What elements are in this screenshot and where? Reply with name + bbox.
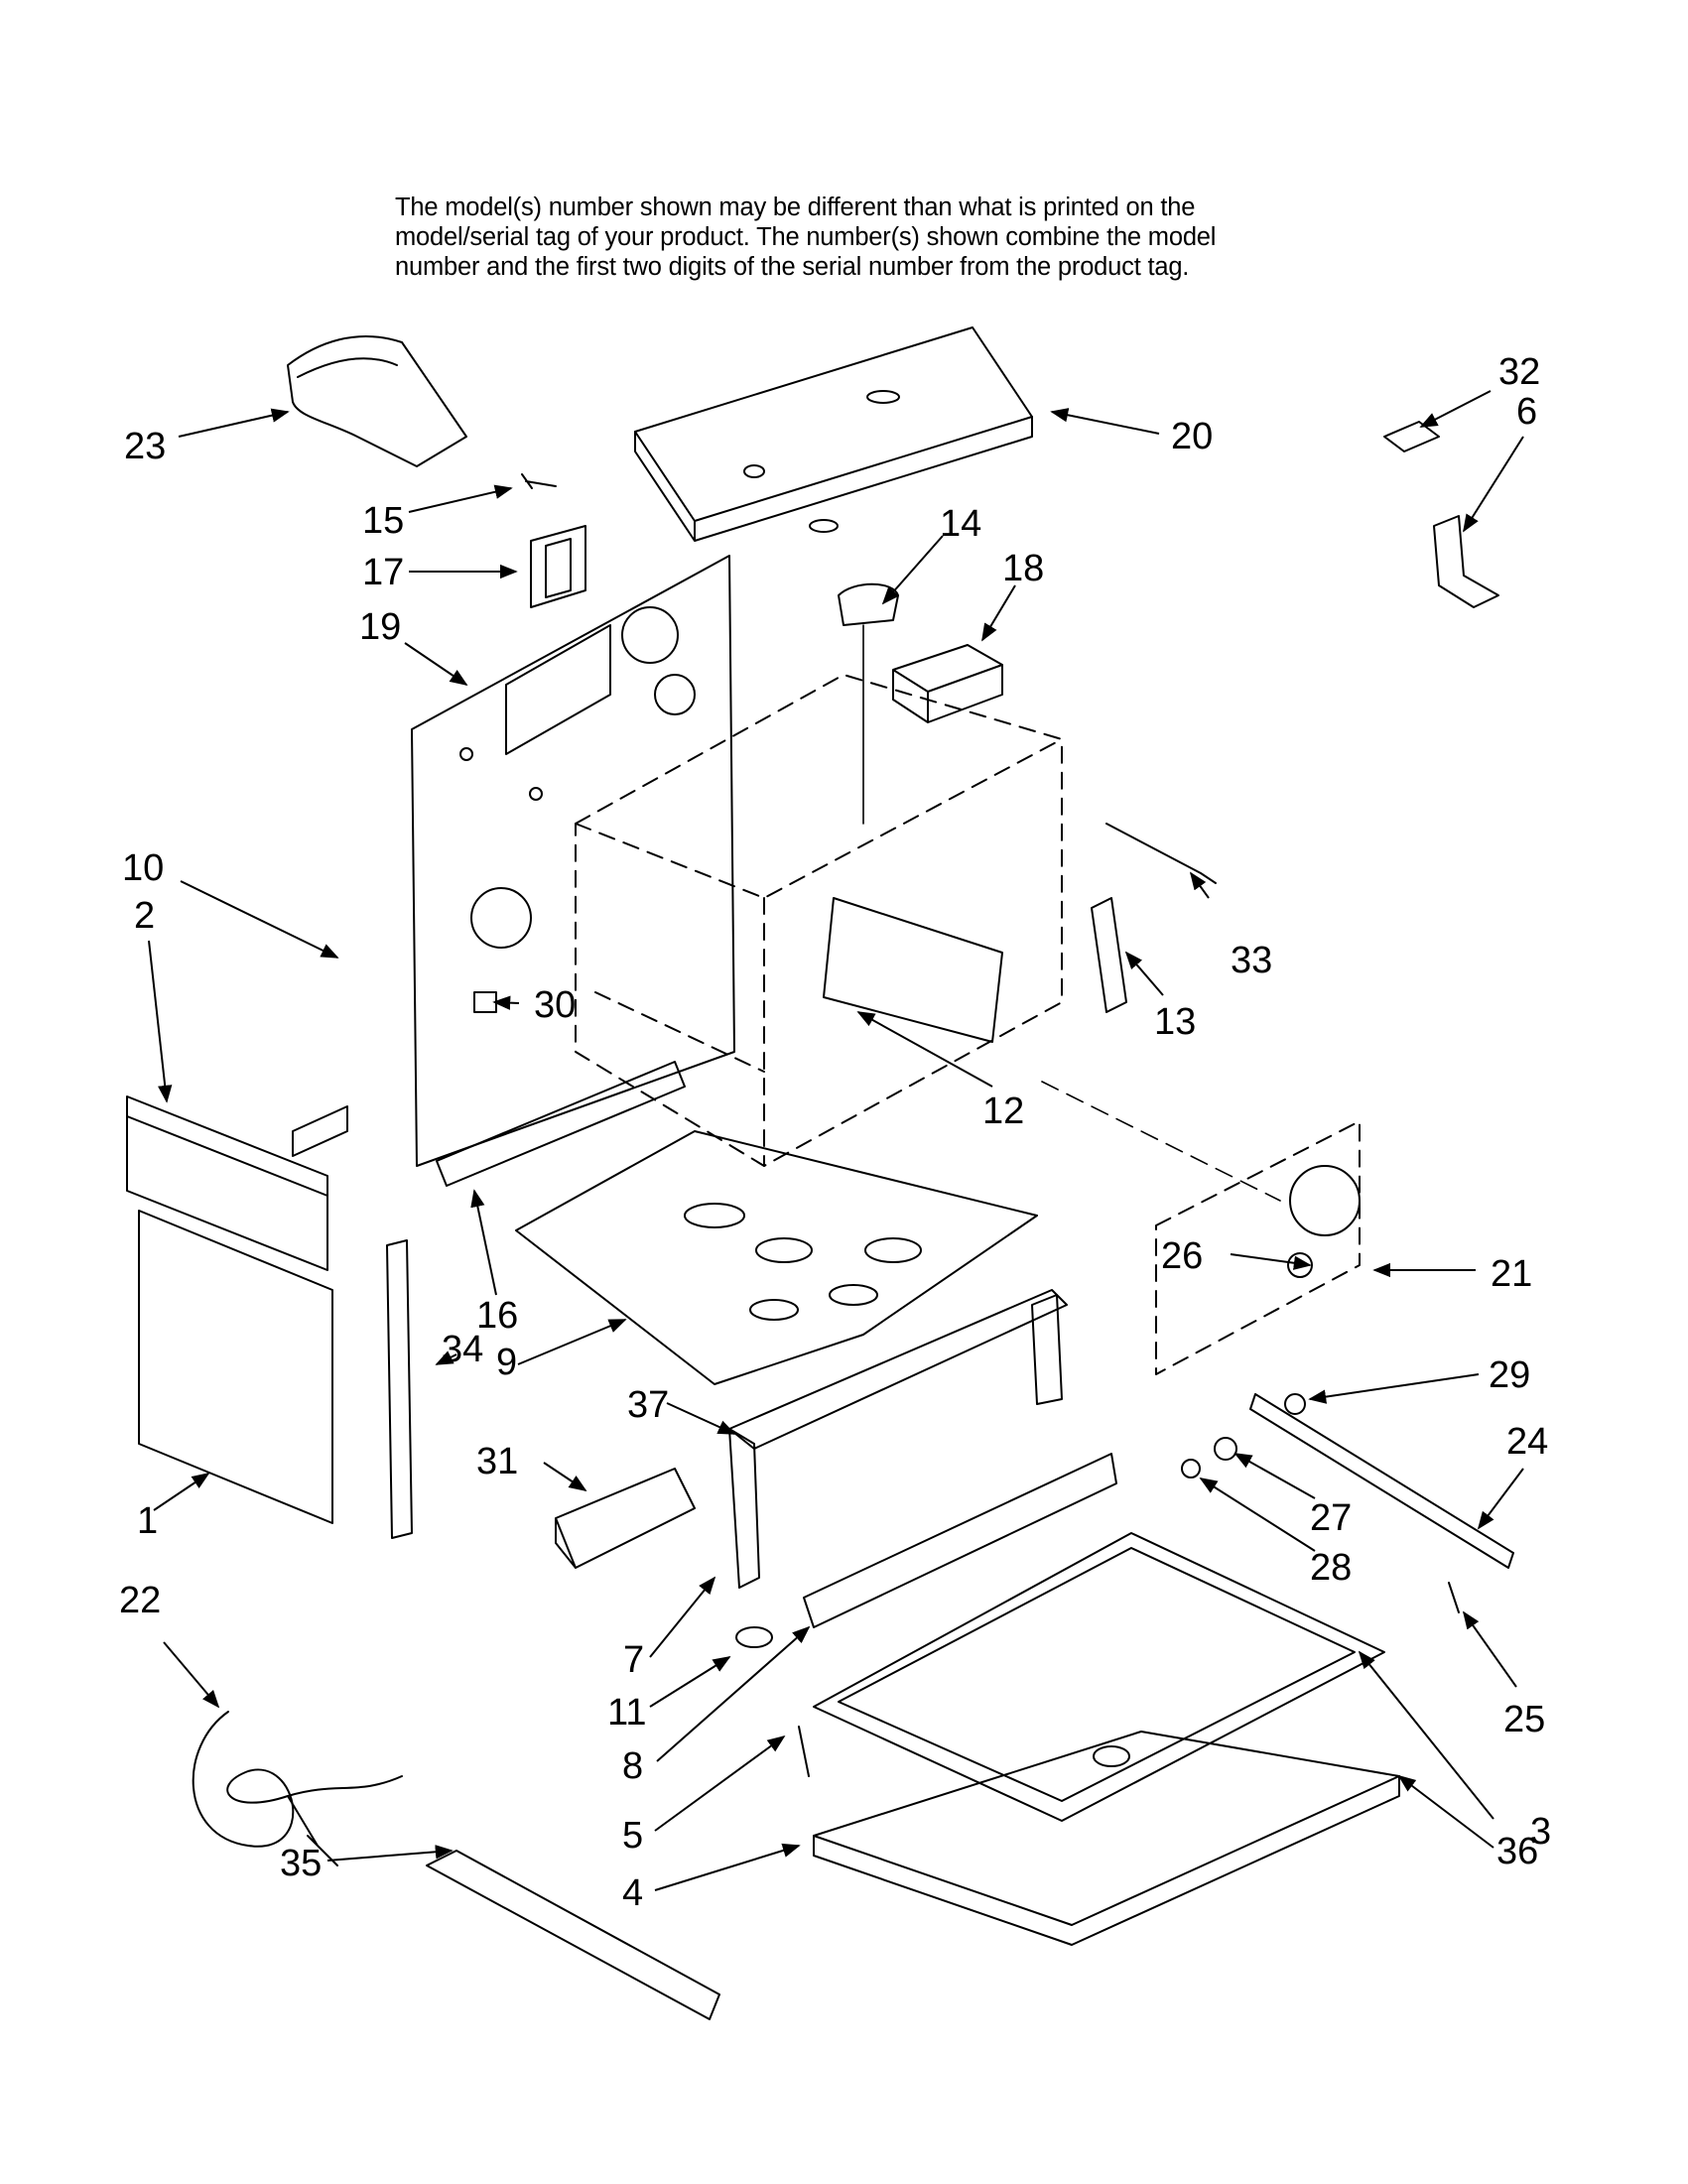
- callout-33: 33: [1231, 940, 1272, 981]
- callout-12: 12: [982, 1091, 1024, 1132]
- callout-3: 3: [1530, 1811, 1551, 1853]
- leader-arrows: [148, 390, 1524, 1891]
- callout-2: 2: [134, 895, 155, 937]
- callout-9: 9: [496, 1342, 517, 1383]
- part-30-fan-motor: [470, 887, 532, 949]
- part-21-timer-group: [1155, 1120, 1361, 1375]
- callout-11: 11: [607, 1692, 646, 1734]
- callout-15: 15: [362, 500, 404, 542]
- callout-25: 25: [1503, 1699, 1545, 1740]
- callout-8: 8: [622, 1745, 643, 1787]
- part-9-bottom-frame: [515, 1130, 1038, 1385]
- callout-31: 31: [476, 1441, 518, 1482]
- part-11-leveling-leg: [735, 1626, 773, 1648]
- part-12-oven-cavity: [575, 674, 1063, 1167]
- part-8-front-bar: [803, 1453, 1117, 1628]
- callout-24: 24: [1506, 1421, 1548, 1463]
- callout-13: 13: [1154, 1001, 1196, 1043]
- callout-34: 34: [442, 1329, 483, 1370]
- part-33-sensor: [1105, 823, 1217, 884]
- part-6-bracket: [1433, 515, 1499, 608]
- notice-line-3: number and the first two digits of the s…: [395, 253, 1190, 281]
- part-27-roller: [1214, 1437, 1237, 1461]
- part-21-timer: [1289, 1165, 1361, 1236]
- part-14-thermostat: [838, 582, 899, 626]
- callout-14: 14: [940, 503, 981, 545]
- part-37-frame-bar: [728, 1289, 1068, 1450]
- part-23-vent-duct: [287, 335, 467, 467]
- part-20-top-panel: [634, 326, 1033, 522]
- part-4-bottom-panel: [813, 1731, 1400, 1926]
- part-31-bracket: [555, 1468, 696, 1569]
- callout-20: 20: [1171, 416, 1213, 457]
- part-2-panel: [126, 1095, 328, 1271]
- part-24-rod: [1249, 1393, 1514, 1569]
- callout-26: 26: [1161, 1235, 1203, 1277]
- callout-29: 29: [1489, 1354, 1530, 1396]
- part-28-roller: [1181, 1459, 1201, 1478]
- callout-1: 1: [137, 1500, 158, 1542]
- part-25-screw: [1448, 1582, 1460, 1613]
- part-10-strip: [292, 1105, 348, 1157]
- part-5-screw: [798, 1726, 810, 1777]
- part-29-roller: [1284, 1393, 1306, 1415]
- callout-17: 17: [362, 552, 404, 593]
- callout-10: 10: [122, 847, 164, 889]
- callout-4: 4: [622, 1872, 643, 1914]
- callout-5: 5: [622, 1815, 643, 1857]
- part-19-back-panel: [411, 555, 735, 1167]
- callout-labels: 1 2 3 4 5 6 7 8 9 10 11 12 13 14 15 16 1…: [119, 351, 1551, 1914]
- callout-28: 28: [1310, 1547, 1352, 1589]
- callout-32: 32: [1498, 351, 1540, 393]
- callout-23: 23: [124, 426, 166, 467]
- part-17-bracket: [530, 525, 586, 608]
- callout-18: 18: [1002, 548, 1044, 589]
- part-1-side-panel: [138, 1210, 333, 1524]
- part-18-control-box: [892, 644, 1003, 723]
- part-35-rail: [426, 1850, 720, 2020]
- notice-line-2: model/serial tag of your product. The nu…: [395, 223, 1217, 251]
- part-13-part: [1091, 897, 1127, 1013]
- callout-21: 21: [1491, 1253, 1532, 1295]
- callout-27: 27: [1310, 1497, 1352, 1539]
- callout-30: 30: [534, 984, 576, 1026]
- part-22-power-cord: [192, 1711, 403, 1848]
- callout-37: 37: [627, 1384, 669, 1426]
- callout-16: 16: [476, 1295, 518, 1337]
- callout-6: 6: [1516, 391, 1537, 433]
- notice-line-1: The model(s) number shown may be differe…: [395, 193, 1196, 221]
- callout-35: 35: [280, 1843, 322, 1884]
- callout-19: 19: [359, 606, 401, 648]
- callout-36: 36: [1496, 1831, 1538, 1872]
- part-32-switch: [1383, 421, 1440, 452]
- part-34-trim: [386, 1239, 413, 1539]
- part-3-drawer: [813, 1532, 1385, 1822]
- callout-7: 7: [623, 1639, 644, 1681]
- part-15-screw: [521, 473, 557, 489]
- part-26-knob: [1287, 1252, 1313, 1278]
- callout-22: 22: [119, 1580, 161, 1621]
- part-7-leg: [728, 1428, 760, 1589]
- model-number-notice: The model(s) number shown may be differe…: [395, 193, 1367, 282]
- part-16-bracket: [436, 1061, 686, 1187]
